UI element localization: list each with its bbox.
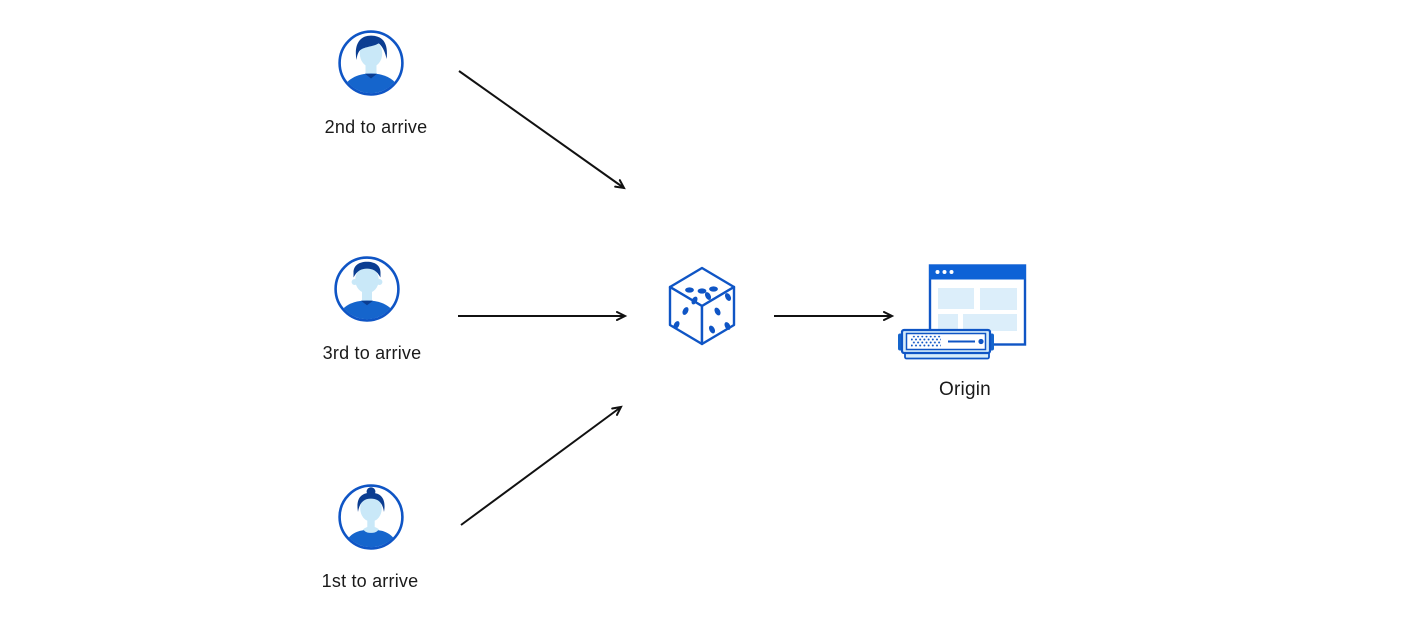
dice-icon: [668, 266, 736, 346]
user-avatar-female-bun-icon: [338, 484, 404, 550]
user-2nd-label: 2nd to arrive: [324, 117, 428, 137]
user-avatar-male-flattop-icon: [334, 256, 400, 322]
origin-label: Origin: [939, 379, 991, 400]
user-3rd-label: 3rd to arrive: [322, 343, 422, 363]
user-avatar-male-pompadour-icon: [338, 30, 404, 96]
user-1st-label: 1st to arrive: [321, 571, 419, 591]
server-icon: [898, 328, 994, 360]
arrow-user2nd-to-dice: [458, 70, 626, 190]
origin-server-browser-icon: [898, 264, 1027, 360]
arrow-user1st-to-dice: [460, 405, 623, 526]
